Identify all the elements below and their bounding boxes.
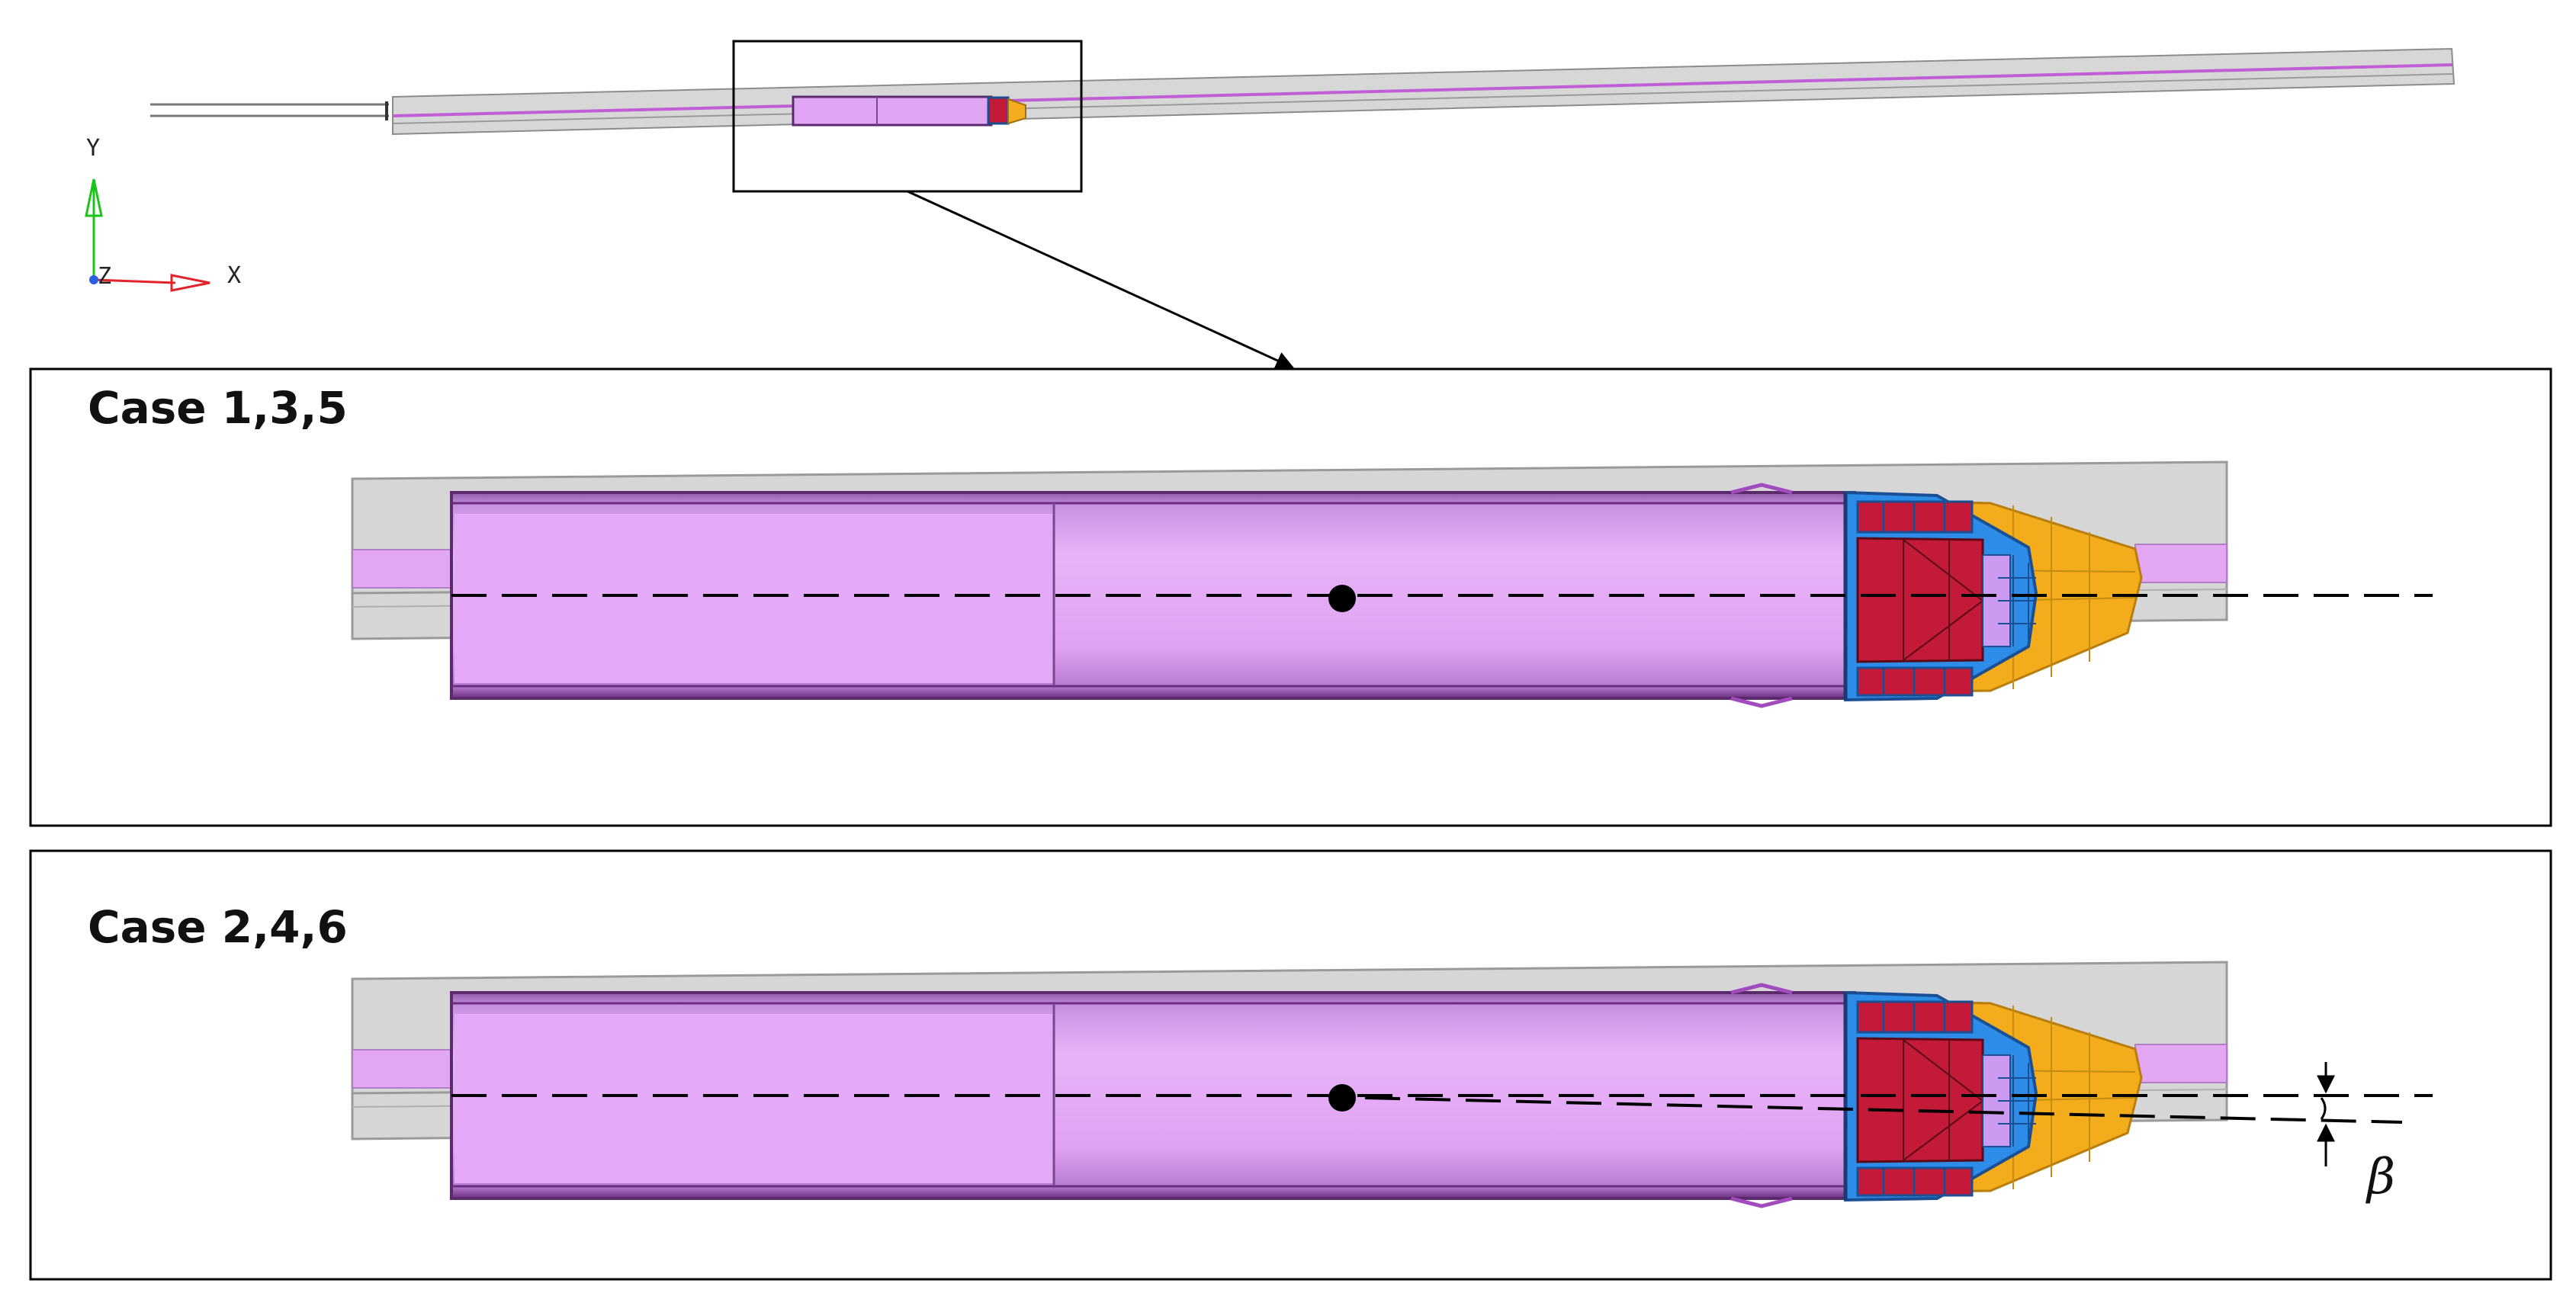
center-of-gravity	[1328, 585, 1356, 612]
overview-view: Y X Z	[85, 40, 2456, 369]
case-panel-1: Case 1,3,5	[29, 367, 2552, 827]
overview-vehicle	[792, 95, 993, 127]
panel-frame	[29, 367, 2552, 827]
zoom-leader-arrow	[907, 190, 1295, 369]
panel-title: Case 2,4,6	[88, 901, 348, 953]
tilted-line	[1364, 1096, 2403, 1124]
axis-x-label: X	[227, 262, 241, 289]
panel-title: Case 1,3,5	[88, 382, 348, 434]
case-panel-2: Case 2,4,6 β	[29, 849, 2552, 1281]
axis-z-label: Z	[98, 263, 111, 290]
angle-indicator	[2317, 1062, 2335, 1166]
y-axis-arrow	[85, 178, 103, 217]
angle-beta-label: β	[2366, 1149, 2395, 1205]
axis-y-label: Y	[86, 135, 100, 162]
coordinate-triad: Y X Z	[85, 135, 241, 292]
center-of-gravity	[1328, 1084, 1356, 1112]
x-axis-arrow	[170, 274, 210, 292]
panel-frame	[29, 849, 2552, 1281]
